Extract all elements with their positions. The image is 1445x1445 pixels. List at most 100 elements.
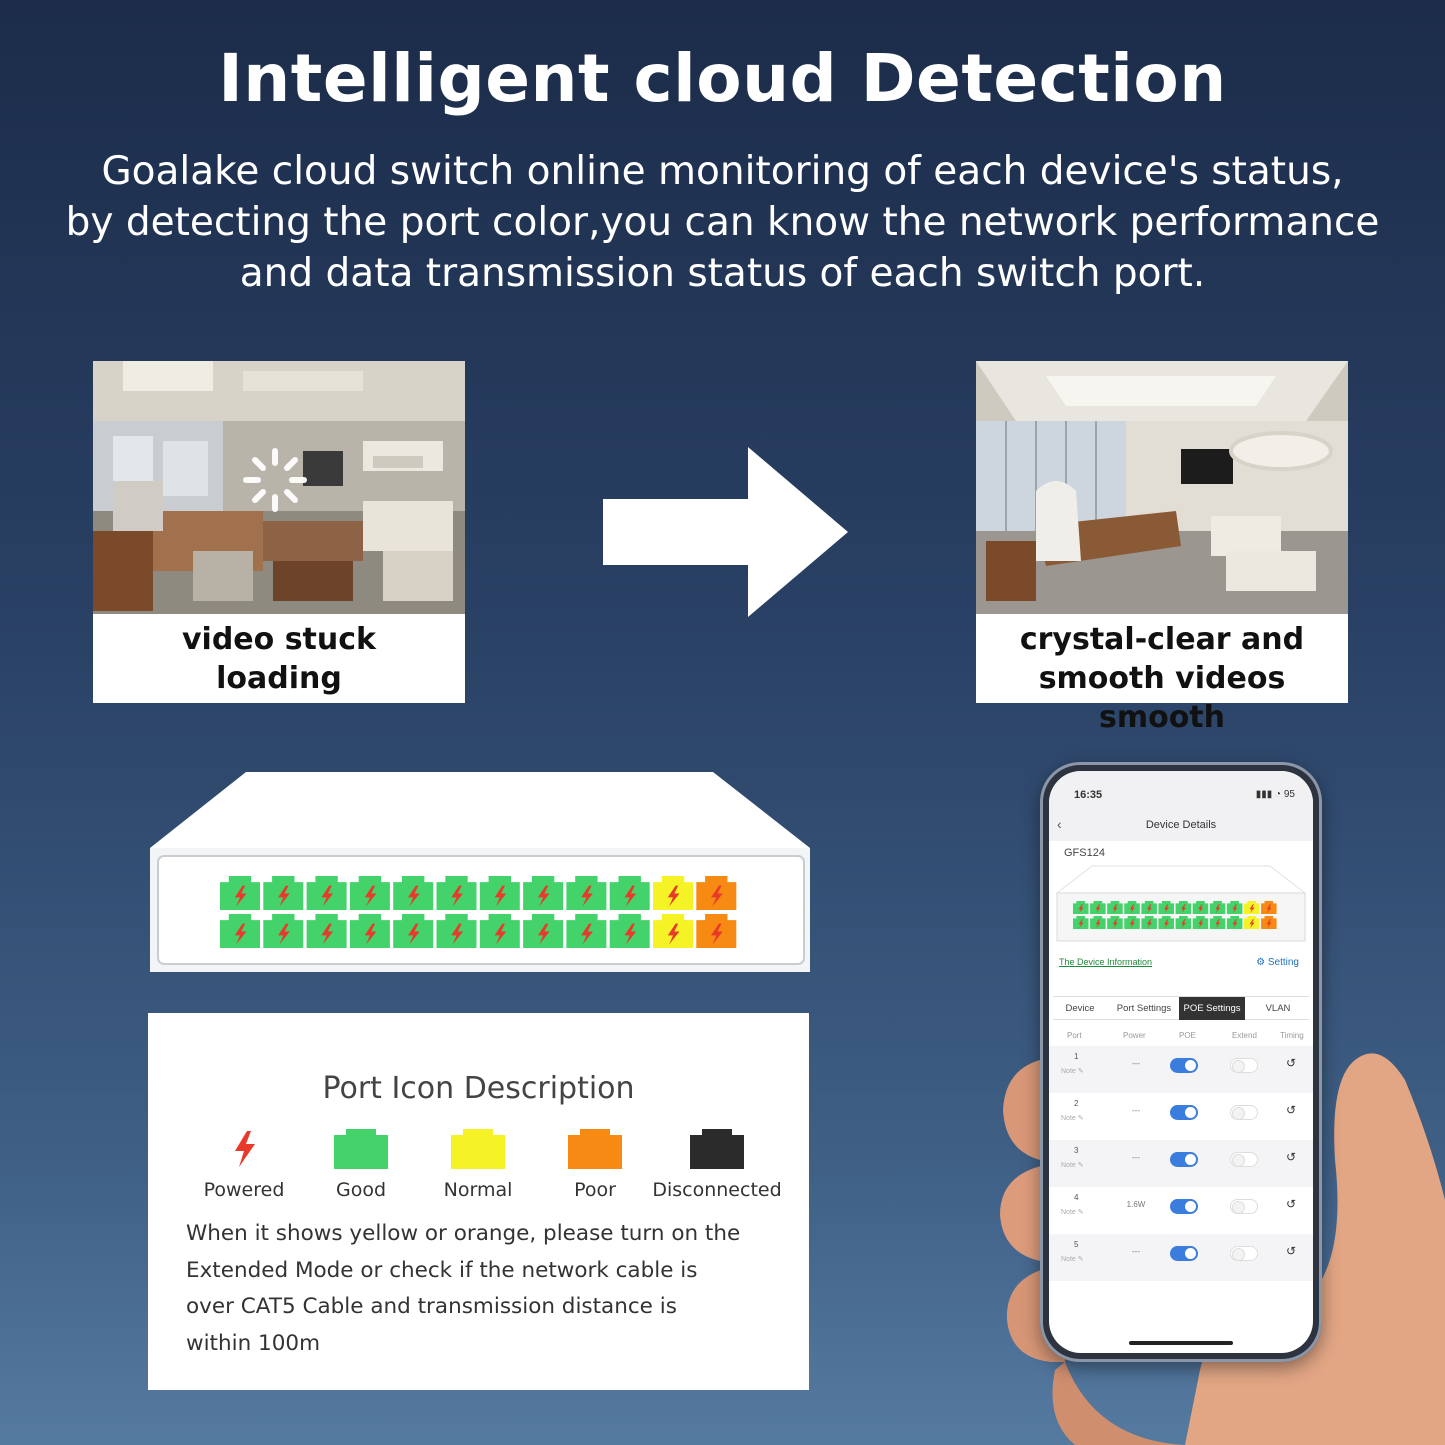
row-note[interactable]: Note ✎ [1061, 1209, 1084, 1216]
caption-line: video stuck [181, 622, 376, 657]
poe-toggle[interactable] [1170, 1199, 1198, 1214]
lightning-bolt-icon [494, 885, 507, 907]
legend-label: Poor [574, 1179, 616, 1201]
lightning-bolt-icon [1232, 919, 1238, 929]
lightning-bolt-icon [234, 885, 247, 907]
row-port: 1 [1074, 1052, 1079, 1061]
lightning-bolt-icon [1266, 904, 1272, 914]
table-row: 4 Note ✎ 1.6W ↺ [1049, 1187, 1313, 1234]
port-poor-icon [568, 1129, 622, 1169]
legend-note: When it shows yellow or orange, please t… [186, 1216, 786, 1362]
tab-bar: Device Port Settings POE Settings VLAN [1053, 996, 1309, 1020]
status-bar: 16:35 ▮▮▮ ◔ 95 [1049, 771, 1313, 811]
row-port: 3 [1074, 1146, 1079, 1155]
subtext-line: Goalake cloud switch online monitoring o… [101, 149, 1344, 194]
legend-item-poor: Poor [525, 1129, 665, 1201]
lightning-bolt-icon [364, 885, 377, 907]
lightning-bolt-icon [278, 923, 290, 945]
lightning-bolt-icon [1146, 904, 1152, 914]
poe-toggle[interactable] [1170, 1105, 1198, 1120]
row-note[interactable]: Note ✎ [1061, 1068, 1084, 1075]
timing-icon[interactable]: ↺ [1286, 1150, 1297, 1164]
port-disconnected-icon [690, 1129, 744, 1169]
row-note[interactable]: Note ✎ [1061, 1115, 1084, 1122]
row-note[interactable]: Note ✎ [1061, 1162, 1084, 1169]
port-legend-panel: Port Icon Description Powered Good Norma… [148, 1013, 809, 1390]
caption-line: smooth videos smooth [1038, 661, 1286, 735]
table-row: 2 Note ✎ --- ↺ [1049, 1093, 1313, 1140]
column-power: Power [1123, 1031, 1146, 1040]
extend-toggle[interactable] [1230, 1058, 1258, 1073]
column-timing: Timing [1280, 1031, 1304, 1040]
legend-title: Port Icon Description [322, 1071, 635, 1106]
device-model: GFS124 [1064, 847, 1105, 859]
subtext-line: by detecting the port color,you can know… [65, 200, 1380, 245]
lightning-bolt-icon [1146, 919, 1152, 929]
subtext-line: and data transmission status of each swi… [239, 251, 1206, 296]
lightning-bolt-icon [1095, 904, 1101, 914]
column-poe: POE [1179, 1031, 1196, 1040]
lightning-bolt-icon [1095, 919, 1101, 929]
lightning-bolt-icon [667, 923, 680, 945]
lightning-bolt-icon [234, 923, 247, 945]
row-power: --- [1132, 1153, 1140, 1162]
lightning-bolt-icon [1164, 904, 1169, 914]
port-normal-icon [451, 1129, 505, 1169]
lightning-bolt-icon [1249, 919, 1255, 929]
table-row: 5 Note ✎ --- ↺ [1049, 1234, 1313, 1281]
arrow-right-icon [603, 447, 848, 617]
legend-item-good: Good [291, 1129, 431, 1201]
extend-toggle[interactable] [1230, 1246, 1258, 1261]
lightning-bolt-icon [1129, 919, 1135, 929]
note-line: over CAT5 Cable and transmission distanc… [186, 1294, 677, 1319]
lightning-bolt-icon [408, 923, 420, 945]
nav-title: Device Details [1145, 819, 1217, 831]
setting-link[interactable]: ⚙ Setting [1256, 957, 1299, 968]
lightning-bolt-icon [1198, 904, 1204, 914]
extend-toggle[interactable] [1230, 1199, 1258, 1214]
device-info-link[interactable]: The Device Information [1059, 957, 1153, 967]
tab-vlan[interactable]: VLAN [1265, 1003, 1291, 1014]
port-good-icon [334, 1129, 388, 1169]
caption-line: loading [216, 661, 342, 696]
timing-icon[interactable]: ↺ [1286, 1244, 1297, 1258]
status-icons: ▮▮▮ ◔ 95 [1255, 789, 1295, 800]
loading-spinner-icon [243, 448, 307, 512]
tab-port-settings[interactable]: Port Settings [1116, 1003, 1172, 1014]
lightning-bolt-icon [624, 923, 637, 945]
timing-icon[interactable]: ↺ [1286, 1103, 1297, 1117]
extend-toggle[interactable] [1230, 1152, 1258, 1167]
legend-label: Disconnected [652, 1179, 782, 1201]
mini-switch-image [1056, 865, 1306, 942]
column-port: Port [1067, 1031, 1082, 1040]
tab-device[interactable]: Device [1065, 1003, 1095, 1014]
lightning-bolt-icon [451, 923, 463, 945]
poe-toggle[interactable] [1170, 1058, 1198, 1073]
before-card: video stuck loading [93, 361, 465, 703]
lightning-bolt-icon [711, 923, 723, 945]
lightning-bolt-icon [1181, 904, 1187, 914]
clear-office-image [976, 361, 1348, 614]
lightning-bolt-icon [1215, 919, 1221, 929]
after-caption: crystal-clear and smooth videos smooth [976, 620, 1348, 737]
table-row: 3 Note ✎ --- ↺ [1049, 1140, 1313, 1187]
lightning-bolt-icon [1266, 919, 1272, 929]
legend-label: Normal [443, 1179, 513, 1201]
lightning-bolt-icon [537, 885, 550, 907]
lightning-bolt-icon [1129, 904, 1135, 914]
row-power: --- [1132, 1247, 1140, 1256]
poe-toggle[interactable] [1170, 1246, 1198, 1261]
timing-icon[interactable]: ↺ [1286, 1197, 1297, 1211]
row-port: 5 [1074, 1240, 1079, 1249]
tab-poe-settings[interactable]: POE Settings [1179, 997, 1245, 1020]
caption-line: crystal-clear and [1019, 622, 1305, 657]
row-note[interactable]: Note ✎ [1061, 1256, 1084, 1263]
extend-toggle[interactable] [1230, 1105, 1258, 1120]
poe-toggle[interactable] [1170, 1152, 1198, 1167]
chevron-left-icon[interactable]: ‹ [1057, 816, 1062, 832]
lightning-bolt-icon [581, 885, 593, 907]
timing-icon[interactable]: ↺ [1286, 1056, 1297, 1070]
lightning-bolt-icon [408, 885, 420, 907]
legend-label: Powered [203, 1179, 285, 1201]
lightning-bolt-icon [1112, 919, 1118, 929]
